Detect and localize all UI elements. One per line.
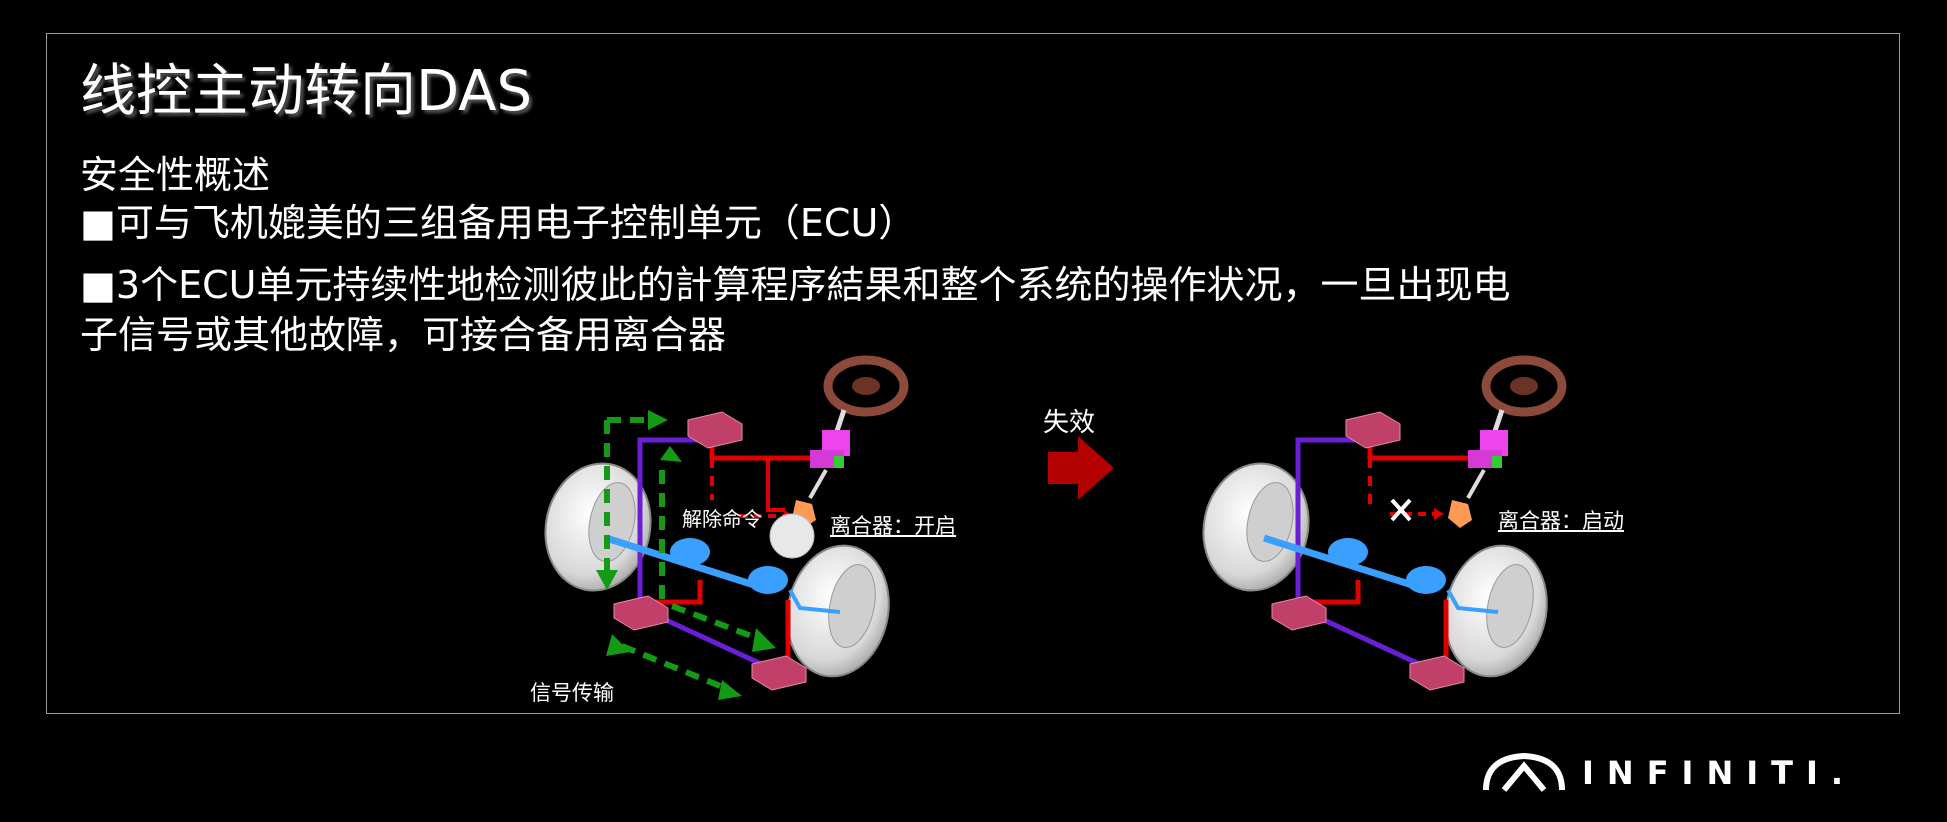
clutch-icon [1448, 500, 1472, 528]
clutch-open-label: 离合器：开启 [830, 514, 956, 538]
slide-title: 线控主动转向DAS [80, 59, 532, 124]
ecu-right [751, 655, 807, 691]
bullet-ecu-redundancy: ■可与飞机媲美的三组备用电子控制单元（ECU） [80, 201, 917, 245]
clutch-engaged-label: 离合器：启动 [1498, 509, 1624, 533]
bullet-ecu-monitoring-line2: 子信号或其他故障，可接合备用离合器 [80, 313, 727, 357]
slide-frame [46, 33, 1900, 714]
steering-rack [1262, 534, 1499, 614]
steering-wheel-icon [823, 355, 909, 417]
front-right-tire [786, 544, 890, 678]
diagram-failure-mode [1202, 355, 1567, 691]
signal-transmission-label: 信号传输 [530, 681, 614, 705]
ecu-left [613, 595, 669, 631]
bullet-ecu-monitoring-line1: ■3个ECU单元持续性地检测彼此的計算程序結果和整个系统的操作状况，一旦出现电 [80, 263, 1511, 307]
infiniti-logo-icon [1483, 752, 1565, 792]
failure-label: 失效 [1043, 408, 1096, 438]
front-left-tire [544, 462, 652, 592]
signal-arrows [604, 417, 764, 693]
diagram-normal-operation [544, 355, 909, 700]
red-wire-mid [766, 458, 785, 512]
section-heading: 安全性概述 [80, 153, 271, 197]
ecu-left [1271, 595, 1327, 631]
brand-wordmark: INFINITI. [1582, 754, 1857, 792]
ecu-top [1345, 411, 1401, 449]
front-left-tire [1202, 462, 1310, 592]
steering-rack [604, 534, 841, 614]
steering-column [1466, 409, 1508, 499]
clutch-highlight [769, 513, 815, 559]
release-command-label: 解除命令 [682, 507, 762, 531]
ecu-right [1409, 655, 1465, 691]
steering-column [808, 409, 850, 499]
command-blocked-icon [1390, 498, 1412, 522]
ecu-top [687, 411, 743, 449]
steering-wheel-icon [1481, 355, 1567, 417]
signal-arrowhead [596, 570, 618, 590]
failure-arrow-icon [1048, 436, 1114, 500]
